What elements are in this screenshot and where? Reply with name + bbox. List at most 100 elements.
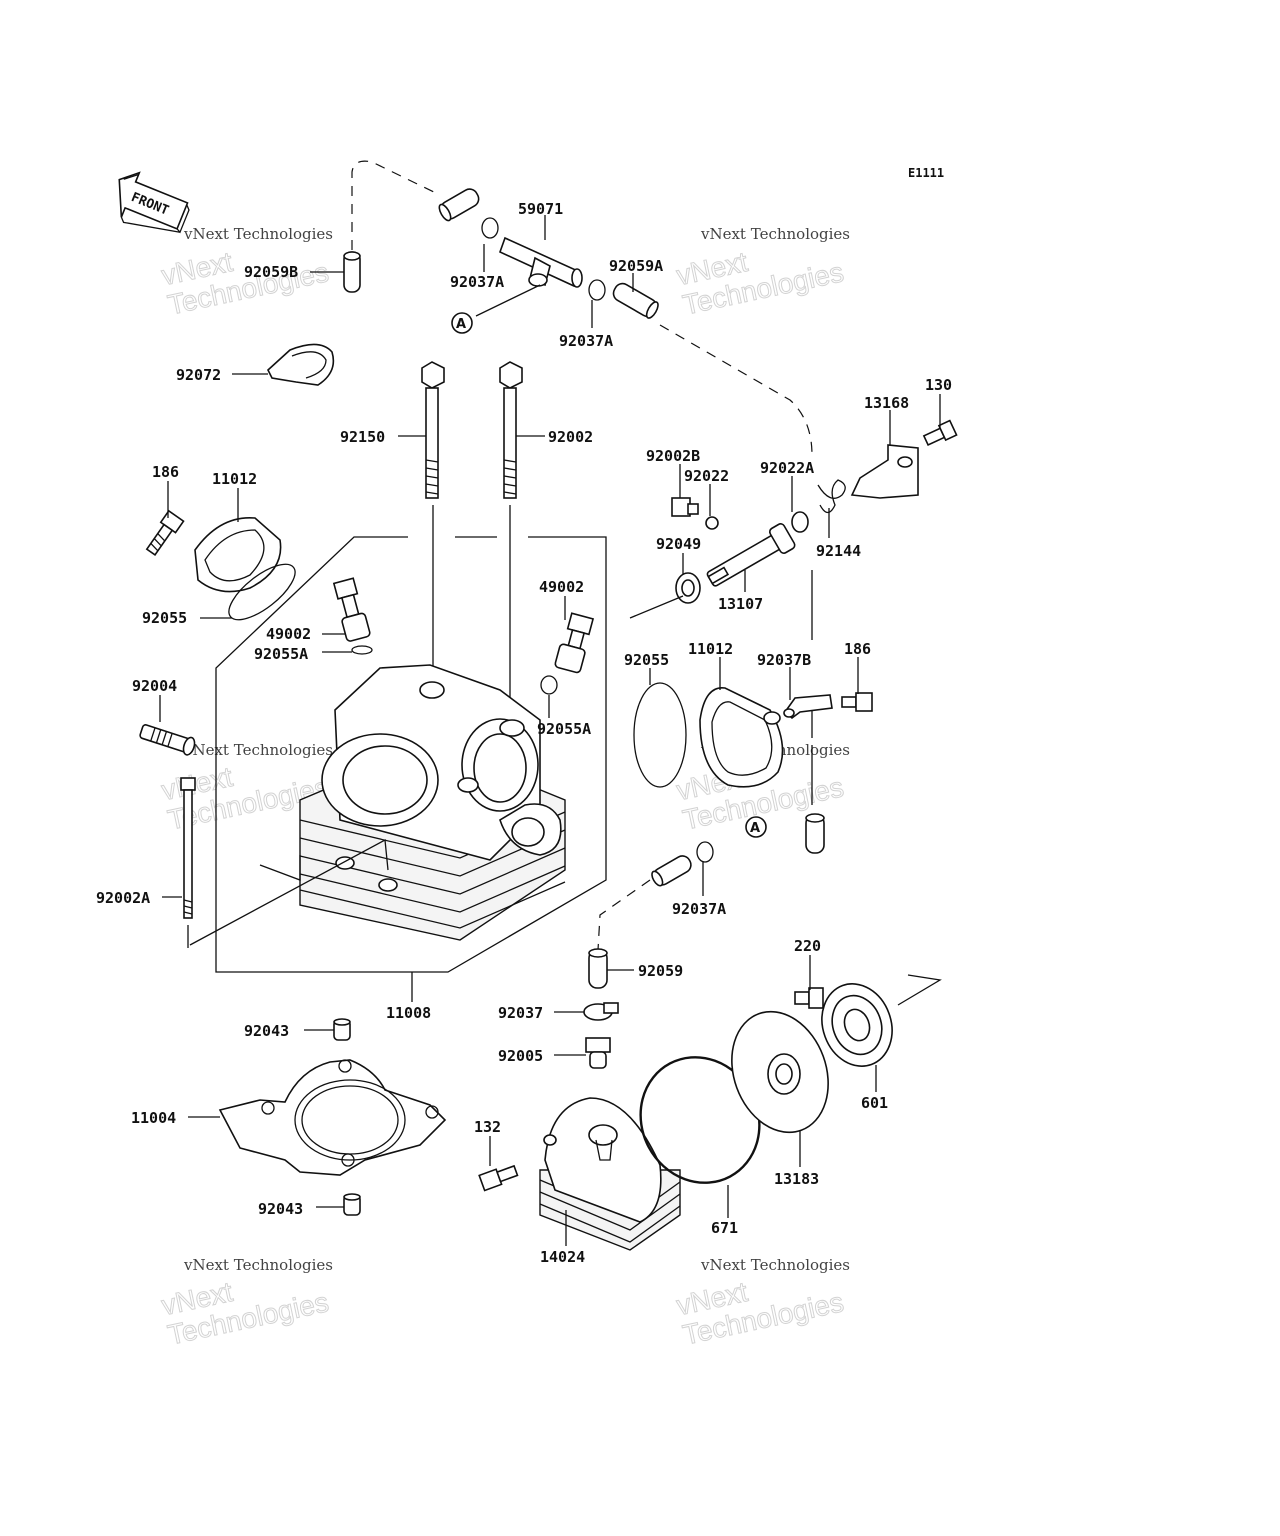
watermark-text: vNext Technologies: [700, 1256, 850, 1274]
part-label: 92072: [176, 366, 221, 384]
hose-route-line: [597, 879, 651, 951]
svg-text:A: A: [456, 317, 466, 332]
part-label: 92037A: [450, 273, 504, 291]
bolt-186: [145, 509, 185, 557]
part-label: 92037B: [757, 651, 811, 669]
watermark-text: vNext Technologies: [700, 225, 850, 243]
hose-upper: [438, 188, 480, 222]
part-label: 92059: [638, 962, 683, 980]
hose-right: [805, 813, 825, 854]
watermark-text: vNext Technologies: [183, 225, 333, 243]
part-label: 92002A: [96, 889, 150, 907]
fitting-49002: [554, 612, 595, 674]
part-label: 92055: [624, 651, 669, 669]
hose-route-line: [659, 324, 813, 456]
part-label: 92004: [132, 677, 177, 695]
part-label: 92055A: [254, 645, 308, 663]
part-label: 92043: [258, 1200, 303, 1218]
svg-text:A: A: [750, 821, 760, 836]
watermark-text: vNext Technologies: [183, 1256, 333, 1274]
part-label: 92059A: [609, 257, 663, 275]
part-label: 14024: [540, 1248, 585, 1266]
plate-13183: [731, 1010, 829, 1134]
bolt-92004: [139, 724, 196, 756]
part-label: 92150: [340, 428, 385, 446]
part-label: 92022: [684, 467, 729, 485]
part-label: 220: [794, 937, 821, 955]
seal-92049: [675, 572, 701, 604]
part-label: 92002B: [646, 447, 700, 465]
part-label: 13168: [864, 394, 909, 412]
part-label: 92055: [142, 609, 187, 627]
cylinder-head-outline: [215, 536, 607, 973]
diagram-code: E1111: [908, 166, 944, 180]
fitting-92005: [585, 1037, 611, 1069]
watermark-text: vNext Technologies: [183, 741, 333, 759]
bolt-130: [922, 419, 958, 447]
ref-marker-a: A: [745, 816, 767, 838]
clamp-92037a: [588, 279, 606, 301]
dowel-92043: [333, 1018, 351, 1041]
part-label: 92144: [816, 542, 861, 560]
hose-92059: [588, 948, 608, 989]
cover-11012: [699, 687, 784, 788]
hose-92059b: [343, 251, 361, 293]
bracket-13168: [850, 444, 919, 499]
part-label: 92043: [244, 1022, 289, 1040]
part-label: 11008: [386, 1004, 431, 1022]
part-label: 59071: [518, 200, 563, 218]
leader-lines: [159, 215, 941, 1246]
bolt-186: [841, 692, 873, 712]
bolt-92002a: [180, 777, 196, 919]
part-label: 186: [152, 463, 179, 481]
hose-route-line: [351, 160, 441, 250]
part-label: 92037: [498, 1004, 543, 1022]
bolt-92002b: [671, 497, 699, 517]
part-label: 132: [474, 1118, 501, 1136]
part-label: 11012: [688, 640, 733, 658]
o-ring-92055a: [540, 675, 558, 695]
clamp-92037a: [481, 217, 499, 239]
ref-marker-a: A: [451, 312, 473, 334]
part-label: 92037A: [672, 900, 726, 918]
part-label: 49002: [539, 578, 584, 596]
bearing-601: [821, 983, 893, 1067]
washer-92022a: [791, 511, 809, 533]
part-label: 49002: [266, 625, 311, 643]
strap-92072: [267, 343, 335, 386]
gasket-11004: [218, 1059, 447, 1176]
part-label: 92022A: [760, 459, 814, 477]
part-label: 601: [861, 1094, 888, 1112]
cover-11012: [194, 517, 282, 593]
part-label: 92002: [548, 428, 593, 446]
part-labels: 59071 92037A 92059A 92037A 92059B 92072 …: [96, 200, 952, 1266]
clamp-92037b: [783, 694, 833, 720]
front-arrow-icon: FRONT: [118, 171, 190, 234]
part-label: 186: [844, 640, 871, 658]
part-label: 92005: [498, 1047, 543, 1065]
bolt-132: [478, 1164, 519, 1192]
o-ring-92055: [228, 563, 296, 621]
bolt-92150: [421, 361, 445, 499]
fitting-49002: [332, 577, 371, 642]
hose-92059a: [612, 282, 659, 319]
part-label: 671: [711, 1219, 738, 1237]
washer-92022: [705, 516, 719, 530]
hose-lower: [651, 855, 692, 887]
bolt-92002: [499, 361, 523, 499]
valve-cover-14024: [539, 1097, 681, 1251]
part-label: 92055A: [537, 720, 591, 738]
part-label: 92059B: [244, 263, 298, 281]
spring-92144: [817, 479, 846, 514]
bolt-220: [794, 987, 824, 1009]
part-label: 11012: [212, 470, 257, 488]
o-ring-92055: [633, 682, 687, 788]
dowel-92043: [343, 1193, 361, 1216]
part-label: 13107: [718, 595, 763, 613]
t-fitting-59071: [499, 236, 583, 288]
cylinder-head-11008: [299, 664, 566, 941]
part-label: 92037A: [559, 332, 613, 350]
part-label: 13183: [774, 1170, 819, 1188]
clamp-92037: [583, 1002, 619, 1021]
